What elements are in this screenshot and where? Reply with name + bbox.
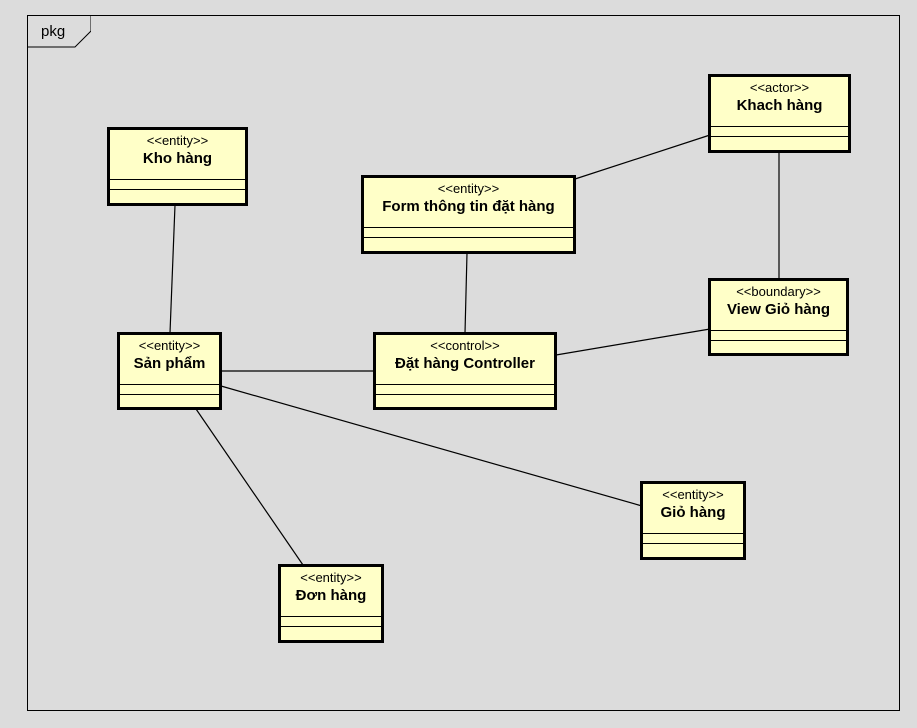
assoc-form-khach-hang [574, 134, 711, 180]
class-name: Giỏ hàng [660, 504, 726, 521]
operations-compartment [376, 394, 554, 395]
class-name: Khach hàng [736, 97, 823, 114]
attributes-compartment [364, 227, 573, 228]
assoc-form-controller [464, 252, 468, 334]
operations-compartment [120, 394, 219, 395]
assoc-kho-hang-san-pham [169, 204, 176, 334]
class-san-pham[interactable]: <<entity>> Sản phẩm [117, 332, 222, 410]
stereotype-label: <<entity>> [138, 338, 201, 353]
attributes-compartment [120, 384, 219, 385]
stereotype-label: <<entity>> [437, 181, 500, 196]
attributes-compartment [643, 533, 743, 534]
class-view-gio-hang[interactable]: <<boundary>> View Giỏ hàng [708, 278, 849, 356]
class-don-hang[interactable]: <<entity>> Đơn hàng [278, 564, 384, 643]
class-name: View Giỏ hàng [726, 301, 831, 318]
operations-compartment [643, 543, 743, 544]
attributes-compartment [376, 384, 554, 385]
stereotype-label: <<entity>> [300, 570, 362, 585]
package-frame [27, 15, 900, 711]
class-name: Sản phẩm [133, 355, 206, 372]
assoc-san-pham-don-hang [195, 408, 304, 566]
attributes-compartment [711, 126, 848, 127]
class-name: Form thông tin đặt hàng [382, 198, 555, 215]
class-gio-hang[interactable]: <<entity>> Giỏ hàng [640, 481, 746, 560]
stereotype-label: <<control>> [430, 338, 500, 353]
class-name: Kho hàng [142, 150, 213, 167]
operations-compartment [711, 136, 848, 137]
class-form-thong-tin-dat-hang[interactable]: <<entity>> Form thông tin đặt hàng [361, 175, 576, 254]
package-label: pkg [41, 23, 66, 40]
package-tab [27, 15, 91, 48]
class-name: Đặt hàng Controller [394, 355, 535, 372]
stereotype-label: <<actor>> [749, 80, 810, 95]
stereotype-label: <<entity>> [146, 133, 209, 148]
class-khach-hang[interactable]: <<actor>> Khach hàng [708, 74, 851, 153]
operations-compartment [364, 237, 573, 238]
stereotype-label: <<entity>> [662, 487, 724, 502]
operations-compartment [711, 340, 846, 341]
operations-compartment [281, 626, 381, 627]
operations-compartment [110, 189, 245, 190]
class-name: Đơn hàng [295, 587, 367, 604]
assoc-san-pham-gio-hang [220, 385, 643, 507]
class-kho-hang[interactable]: <<entity>> Kho hàng [107, 127, 248, 206]
attributes-compartment [110, 179, 245, 180]
assoc-view-controller [555, 328, 711, 356]
attributes-compartment [281, 616, 381, 617]
class-dat-hang-controller[interactable]: <<control>> Đặt hàng Controller [373, 332, 557, 410]
stereotype-label: <<boundary>> [736, 284, 821, 299]
attributes-compartment [711, 330, 846, 331]
